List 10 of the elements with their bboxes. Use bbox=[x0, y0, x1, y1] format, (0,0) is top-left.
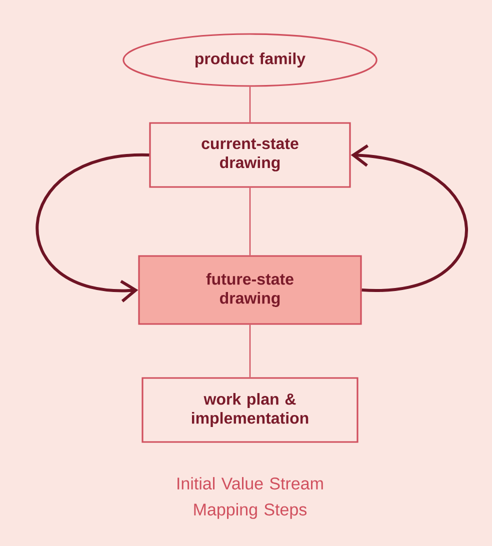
process-box: work plan & implementation bbox=[142, 377, 358, 443]
connector-line bbox=[249, 188, 251, 256]
process-box: future-state drawing bbox=[138, 255, 362, 325]
ellipse-node: product family bbox=[122, 33, 378, 87]
process-box: current-state drawing bbox=[149, 122, 351, 188]
connector-line bbox=[249, 86, 251, 122]
connector-line bbox=[249, 324, 251, 378]
caption: Initial Value Stream Mapping Steps bbox=[178, 477, 323, 519]
curved-arrow bbox=[36, 154, 150, 302]
curved-arrow bbox=[350, 144, 468, 292]
